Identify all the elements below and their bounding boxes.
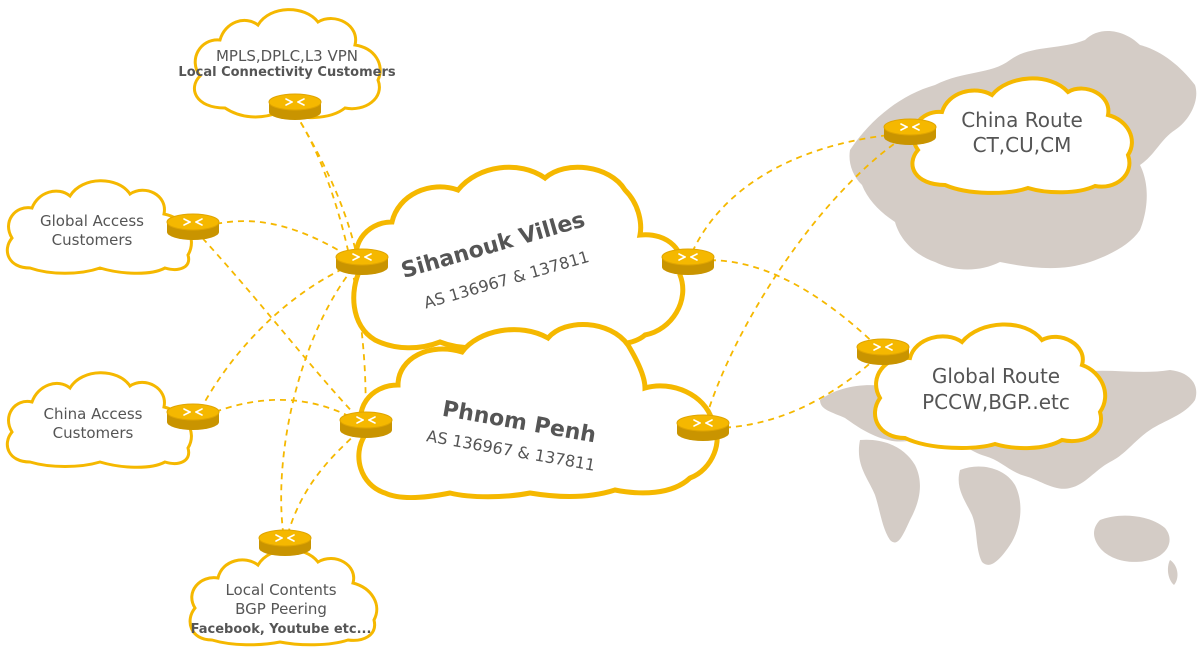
cloud-sihanouk: Sihanouk Villes AS 136967 & 137811 [351, 164, 686, 351]
router-icon [268, 93, 322, 121]
cloud-global-route: Global Route PCCW,BGP..etc [873, 322, 1108, 451]
global-access-line2: Customers [52, 231, 133, 249]
global-route-line2: PCCW,BGP..etc [922, 390, 1070, 414]
router-icon [335, 248, 389, 276]
cloud-phnom-penh: Phnom Penh AS 136967 & 137811 [356, 321, 720, 501]
router-icon [258, 529, 312, 557]
router-icon [166, 213, 220, 241]
china-route-line1: China Route [961, 108, 1083, 132]
local-contents-line3: Facebook, Youtube etc... [191, 622, 372, 637]
local-contents-line2: BGP Peering [235, 600, 327, 618]
router-icon [856, 338, 910, 366]
china-route-line2: CT,CU,CM [973, 133, 1072, 157]
router-icon [339, 411, 393, 439]
router-icon [883, 118, 937, 146]
global-access-line1: Global Access [40, 212, 144, 230]
cloud-china-access: China Access Customers [6, 371, 193, 469]
cloud-china-route: China Route CT,CU,CM [910, 76, 1134, 195]
local-contents-line1: Local Contents [225, 581, 336, 599]
cloud-local-contents: Local Contents BGP Peering Facebook, You… [188, 548, 379, 647]
global-route-line1: Global Route [932, 364, 1060, 388]
mpls-subtitle: Local Connectivity Customers [178, 65, 395, 80]
china-access-line2: Customers [53, 424, 134, 442]
router-icon [166, 403, 220, 431]
mpls-title: MPLS,DPLC,L3 VPN [216, 47, 358, 65]
router-icon [661, 248, 715, 276]
cloud-global-access: Global Access Customers [6, 179, 193, 275]
cloud-mpls: MPLS,DPLC,L3 VPN Local Connectivity Cust… [178, 8, 396, 120]
china-access-line1: China Access [44, 405, 143, 423]
router-icon [676, 414, 730, 442]
